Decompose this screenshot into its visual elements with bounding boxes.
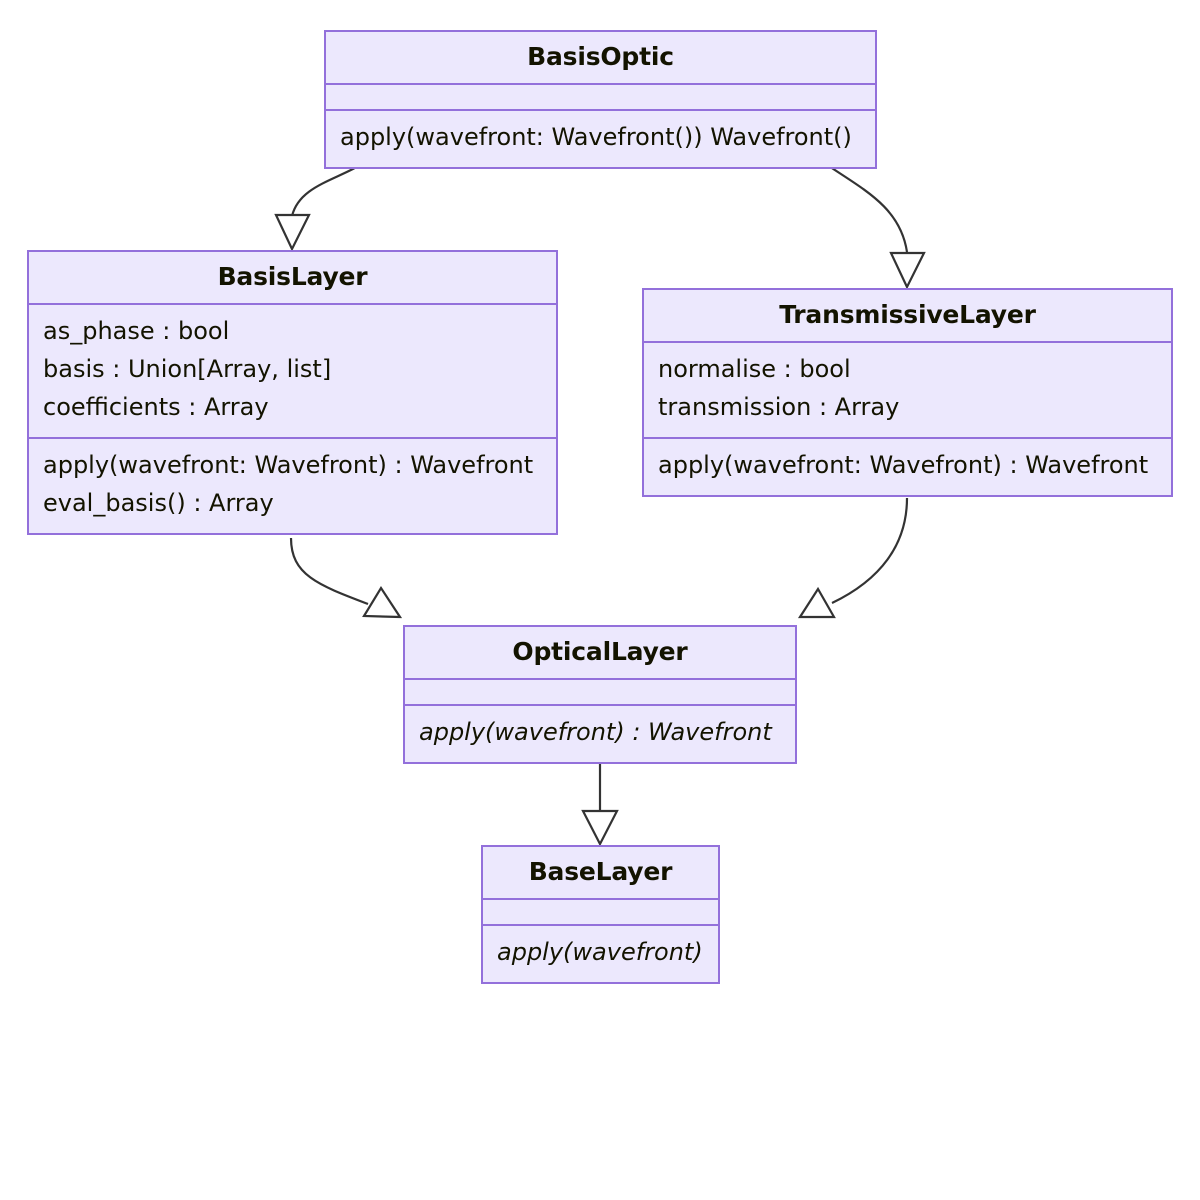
class-divider: [405, 704, 795, 706]
attribute-item: transmission : Array: [658, 392, 900, 421]
edge-transmissivelayer-opticallayer: [797, 497, 909, 619]
methods-section-transmissivelayer: apply(wavefront: Wavefront) : Wavefront: [644, 439, 1171, 495]
class-name-basislayer: BasisLayer: [217, 262, 368, 291]
attributes-section-baselayer: [483, 900, 718, 924]
method-item: apply(wavefront): [497, 938, 703, 966]
class-name-opticallayer: OpticalLayer: [512, 637, 688, 666]
edge-basisoptic-basislayer: [274, 159, 369, 252]
class-divider: [29, 436, 556, 439]
attributes-section-basisoptic: [326, 85, 875, 109]
class-divider: [326, 83, 875, 85]
class-divider: [326, 109, 875, 111]
attribute-item: basis : Union[Array, list]: [43, 354, 332, 383]
class-name-transmissivelayer: TransmissiveLayer: [779, 300, 1036, 329]
class-node-basisoptic[interactable]: BasisOptic apply(wavefront: Wavefront())…: [324, 30, 877, 169]
class-name-basisoptic: BasisOptic: [527, 42, 674, 71]
class-node-opticallayer[interactable]: OpticalLayer apply(wavefront) : Wavefron…: [403, 625, 797, 764]
edge-opticallayer-baselayer: [581, 761, 619, 847]
class-divider: [644, 436, 1171, 439]
class-divider: [483, 924, 718, 926]
methods-section-basislayer: apply(wavefront: Wavefront) : Wavefront …: [29, 439, 556, 533]
method-item: eval_basis() : Array: [43, 488, 274, 517]
method-item: apply(wavefront) : Wavefront: [419, 718, 772, 746]
attributes-section-transmissivelayer: normalise : bool transmission : Array: [644, 343, 1171, 437]
method-item: apply(wavefront: Wavefront) : Wavefront: [43, 450, 534, 479]
attributes-section-opticallayer: [405, 680, 795, 704]
class-divider: [644, 341, 1171, 343]
methods-section-baselayer: apply(wavefront): [483, 926, 718, 982]
attribute-item: coefficients : Array: [43, 392, 269, 421]
methods-section-opticallayer: apply(wavefront) : Wavefront: [405, 706, 795, 762]
method-item: apply(wavefront: Wavefront()) Wavefront(…: [340, 123, 852, 151]
edge-basisoptic-transmissivelayer: [819, 159, 926, 290]
attribute-item: normalise : bool: [658, 355, 851, 383]
attribute-item: as_phase : bool: [43, 317, 230, 345]
class-divider: [483, 898, 718, 900]
edge-basislayer-opticallayer: [289, 537, 403, 619]
class-node-baselayer[interactable]: BaseLayer apply(wavefront): [481, 845, 720, 984]
class-divider: [405, 678, 795, 680]
methods-section-basisoptic: apply(wavefront: Wavefront()) Wavefront(…: [326, 111, 875, 167]
class-node-basislayer[interactable]: BasisLayer as_phase : bool basis : Union…: [27, 250, 558, 535]
class-divider: [29, 303, 556, 305]
method-item: apply(wavefront: Wavefront) : Wavefront: [658, 450, 1149, 479]
class-node-transmissivelayer[interactable]: TransmissiveLayer normalise : bool trans…: [642, 288, 1173, 497]
class-name-baselayer: BaseLayer: [528, 857, 673, 886]
attributes-section-basislayer: as_phase : bool basis : Union[Array, lis…: [29, 305, 556, 437]
